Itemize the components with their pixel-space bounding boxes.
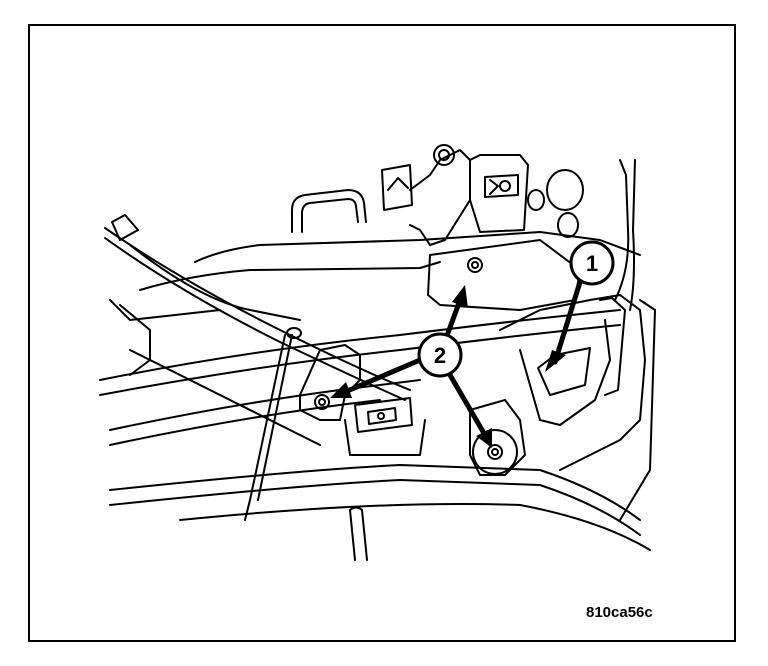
callout-2: 2 <box>417 332 463 378</box>
wire-harness <box>104 159 636 521</box>
main-housing <box>109 231 641 376</box>
right-structure <box>349 294 656 561</box>
figure-reference-code: 810ca56c <box>586 604 653 621</box>
figure-frame <box>28 24 736 642</box>
housing-handle <box>291 189 367 233</box>
callout-1-label: 1 <box>586 251 598 276</box>
upper-bracket <box>381 144 584 246</box>
callout-2-label: 2 <box>434 343 446 368</box>
callout-1: 1 <box>569 240 615 286</box>
